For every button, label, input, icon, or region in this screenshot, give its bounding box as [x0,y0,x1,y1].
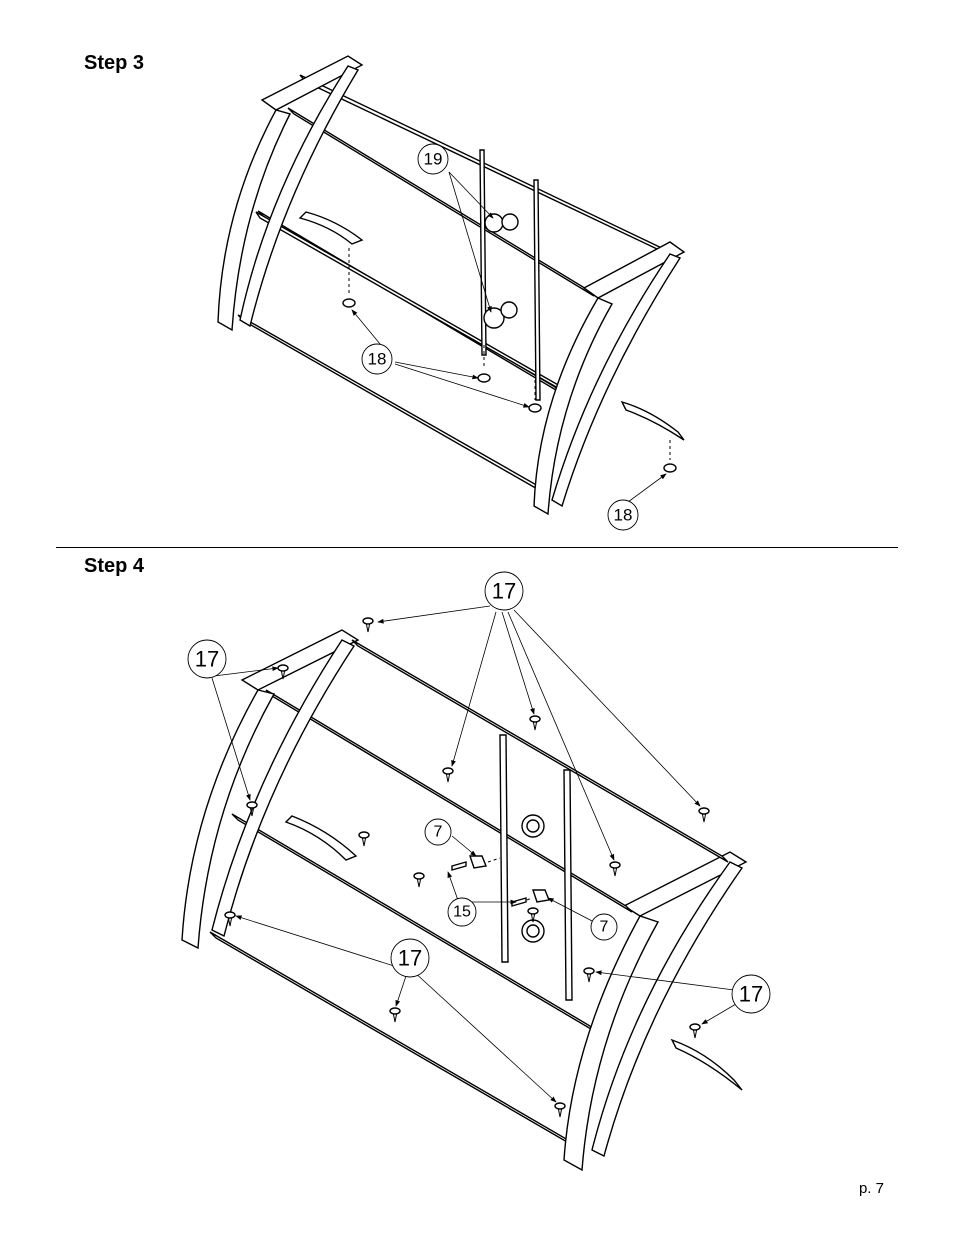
svg-text:17: 17 [739,982,763,1007]
callout-7: 7 [425,819,451,845]
bracket [470,856,549,902]
callout-15: 15 [448,898,476,926]
callout-17: 17 [391,939,429,977]
svg-text:17: 17 [398,946,422,971]
svg-text:15: 15 [453,904,471,921]
svg-text:18: 18 [368,350,387,369]
callout-7: 7 [591,914,617,940]
callout-17: 17 [485,572,523,610]
svg-text:19: 19 [424,150,443,169]
callout-18: 18 [608,500,638,530]
callout-18: 18 [362,344,392,374]
svg-text:17: 17 [195,647,219,672]
svg-text:18: 18 [614,506,633,525]
svg-text:7: 7 [434,824,443,841]
callout-17: 17 [188,640,226,678]
step-4-frame-drawing [182,606,746,1170]
svg-text:7: 7 [600,919,609,936]
callout-19: 19 [418,144,448,174]
svg-text:17: 17 [492,579,516,604]
step-3-frame-drawing [218,56,684,514]
callout-17: 17 [732,975,770,1013]
